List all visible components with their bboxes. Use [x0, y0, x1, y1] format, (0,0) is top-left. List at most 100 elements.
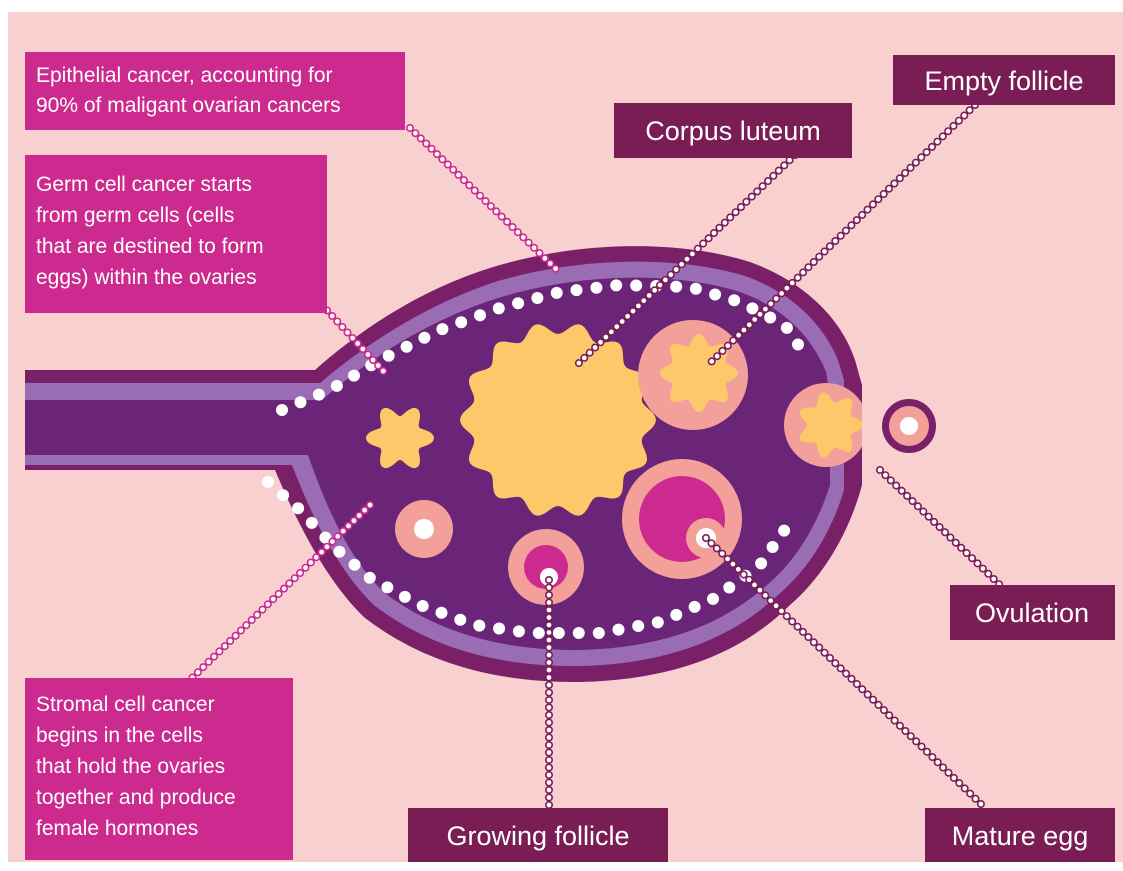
dot [816, 644, 822, 650]
dot [399, 591, 411, 603]
dot [313, 554, 319, 560]
dot [722, 219, 728, 225]
dot [608, 329, 614, 335]
dot [773, 295, 779, 301]
dot [546, 794, 552, 800]
dot [412, 130, 418, 136]
dot [232, 633, 238, 639]
dot [897, 723, 903, 729]
dot [297, 570, 303, 576]
dot [773, 603, 779, 609]
dot [709, 289, 721, 301]
dot [724, 556, 730, 562]
dot [827, 655, 833, 661]
dot [318, 549, 324, 555]
dot [635, 303, 641, 309]
dot [893, 482, 899, 488]
dot [904, 493, 910, 499]
dot [546, 577, 552, 583]
dot [991, 576, 997, 582]
dot [877, 467, 883, 473]
dot [367, 502, 373, 508]
dot [781, 322, 793, 334]
dot [711, 230, 717, 236]
dot [630, 308, 636, 314]
stromal-line-1: Stromal cell cancer [36, 693, 215, 716]
dot [966, 107, 972, 113]
dot [472, 187, 478, 193]
dot [546, 674, 552, 680]
dot [870, 697, 876, 703]
dot [689, 601, 701, 613]
dot [333, 546, 345, 558]
dot [929, 144, 935, 150]
dot [473, 620, 485, 632]
dot [947, 534, 953, 540]
dot [762, 306, 768, 312]
dot [762, 592, 768, 598]
dot [832, 660, 838, 666]
stromal-line-5: female hormones [36, 817, 198, 840]
dot [746, 577, 752, 583]
dot [931, 519, 937, 525]
dot [313, 389, 325, 401]
dot [292, 502, 304, 514]
dot [243, 622, 249, 628]
dot [765, 178, 771, 184]
dot [436, 607, 448, 619]
dot [827, 243, 833, 249]
dot [962, 785, 968, 791]
dot [423, 140, 429, 146]
dot [770, 173, 776, 179]
germ-cell-line-1: Germ cell cancer starts [36, 173, 252, 196]
dot [614, 324, 620, 330]
dot [805, 264, 811, 270]
dot [778, 608, 784, 614]
dot [918, 743, 924, 749]
dot [678, 261, 684, 267]
dot [349, 335, 355, 341]
dot [603, 334, 609, 340]
dot [913, 159, 919, 165]
dot [967, 790, 973, 796]
dot [546, 697, 552, 703]
ovulation-label: Ovulation [950, 585, 1115, 640]
dot [466, 182, 472, 188]
dot [546, 629, 552, 635]
dot [768, 597, 774, 603]
growing-follicle-label: Growing follicle [408, 808, 668, 862]
leader-line [546, 577, 552, 808]
germ-cell-line-3: that are destined to form [36, 235, 264, 258]
dot [684, 256, 690, 262]
dot [864, 206, 870, 212]
stromal-line-3: that hold the ovaries [36, 755, 225, 778]
dot [275, 591, 281, 597]
dot [262, 476, 274, 488]
dot [581, 355, 587, 361]
dot [848, 676, 854, 682]
dot [875, 702, 881, 708]
dot [956, 780, 962, 786]
dot [816, 254, 822, 260]
dot [249, 617, 255, 623]
dot [908, 733, 914, 739]
dot [926, 514, 932, 520]
dot [455, 172, 461, 178]
dot [206, 659, 212, 665]
dot [673, 266, 679, 272]
dot [789, 618, 795, 624]
dot [546, 652, 552, 658]
dot [668, 272, 674, 278]
dot [428, 146, 434, 152]
dot [768, 301, 774, 307]
primordial-follicle [395, 500, 453, 558]
dot [719, 550, 725, 556]
dot [281, 585, 287, 591]
dot [961, 112, 967, 118]
dot [222, 643, 228, 649]
dot [546, 757, 552, 763]
dot [546, 682, 552, 688]
dot [902, 728, 908, 734]
dot [552, 266, 558, 272]
